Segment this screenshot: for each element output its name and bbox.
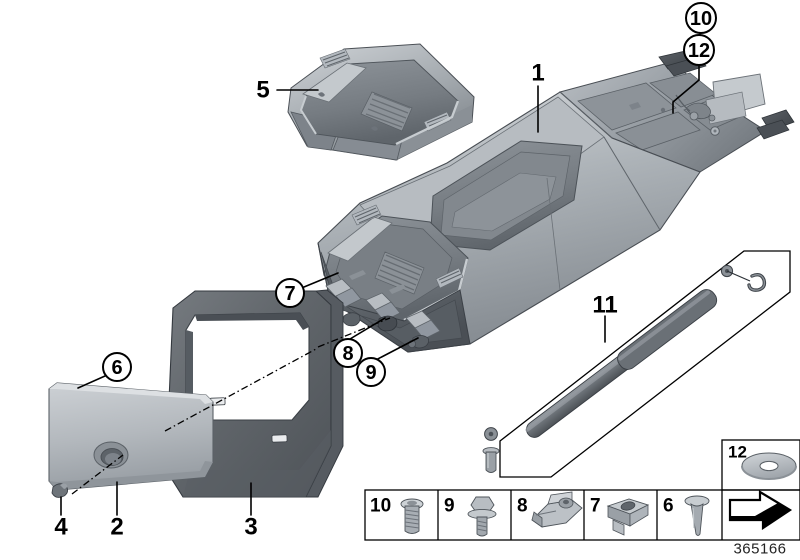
assembly-line-plug (71, 454, 124, 495)
callout-7-square-nut: 7 (284, 283, 295, 305)
legend-icon-square-nut-clip (606, 498, 650, 536)
callout-10-ring (685, 2, 717, 34)
callout-9-hex-bolt: 9 (365, 362, 376, 384)
legend-item-6: 6 (663, 496, 674, 517)
legend-icon-metal-spring-clip (531, 491, 583, 528)
part-3-trim-frame (165, 289, 344, 498)
callout-9-ring (356, 357, 386, 387)
part-4-plug (51, 483, 69, 498)
callout-1-center-console: 1 (531, 60, 544, 87)
legend-strip (364, 489, 800, 541)
callout-2-cover-panel: 2 (110, 514, 123, 541)
callout-5-cupholder-insert: 5 (256, 77, 269, 104)
callout-3-trim-frame: 3 (244, 514, 257, 541)
legend-item-8: 8 (517, 496, 528, 517)
callout-12-washer: 12 (688, 40, 710, 62)
legend-item-9: 9 (444, 496, 455, 517)
callout-7-ring (275, 278, 305, 308)
callout-8-ring (333, 338, 363, 368)
part-12-washer-box (721, 439, 800, 491)
legend-icon-hex-flange-bolt (467, 496, 497, 537)
callout-11-damper: 11 (592, 292, 617, 319)
callout-4-plug: 4 (54, 514, 68, 541)
diagram-number: 365166 (733, 541, 786, 558)
assembly-line-clip (317, 317, 391, 348)
callout-12-ring (683, 34, 715, 66)
part-5-cup-holder-insert (287, 43, 475, 161)
callout-10-screw: 10 (690, 8, 712, 30)
part-2-cover-panel (48, 382, 214, 491)
arrow-logo (728, 490, 793, 531)
legend-icon-push-in-rivet (684, 495, 710, 536)
callout-6-push-rivet: 6 (111, 357, 122, 379)
callout-8-metal-clip: 8 (342, 343, 353, 365)
leader-6 (77, 375, 106, 389)
legend-item-7: 7 (590, 496, 601, 517)
legend-icon-pan-head-screw (400, 498, 424, 534)
leader-12-top (672, 63, 700, 114)
damper-screw (482, 447, 500, 473)
leader-8 (349, 317, 386, 340)
leader-7 (303, 272, 339, 288)
callout-6-ring (102, 352, 132, 382)
legend-item-10: 10 (370, 496, 391, 517)
part-11-damper-assembly (482, 250, 791, 478)
callout-12-washer-box: 12 (728, 443, 747, 462)
